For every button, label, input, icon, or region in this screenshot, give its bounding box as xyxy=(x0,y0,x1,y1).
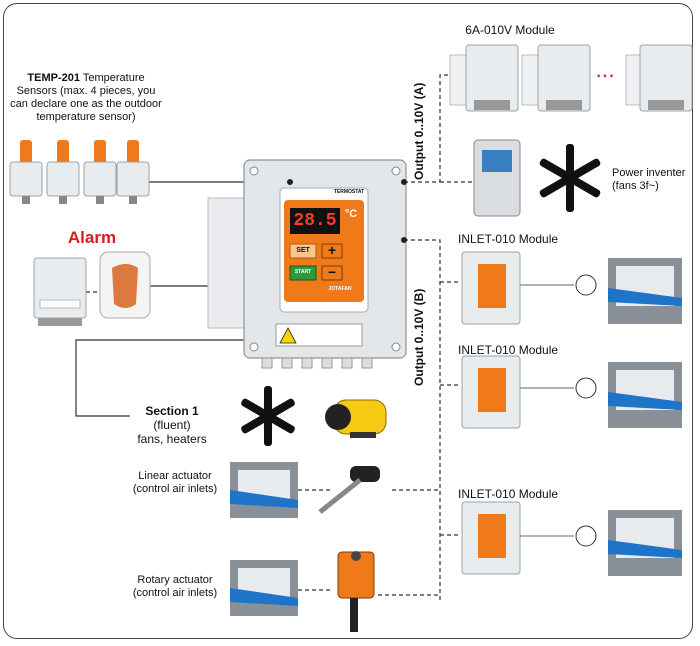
rotary-actuator-label: Rotary actuator(control air inlets) xyxy=(132,574,218,599)
alarm-label: Alarm xyxy=(67,228,117,247)
section-heater xyxy=(325,399,387,438)
rotary-actuator xyxy=(337,551,375,632)
module-6a-1 xyxy=(449,44,519,112)
section-label: Section 1(fluent)fans, heaters xyxy=(137,404,207,446)
thermostat-unit: °C xyxy=(344,208,358,220)
thermostat-box xyxy=(243,159,407,369)
inlet-module-3-label: INLET-010 Module xyxy=(458,487,559,501)
linear-inlet-frame xyxy=(230,462,298,518)
minus-button[interactable]: − xyxy=(327,264,337,280)
linear-actuator-label: Linear actuator(control air inlets) xyxy=(132,470,218,495)
sensor-1 xyxy=(9,140,43,204)
inverter-label: Power inventer(fans 3f~) xyxy=(612,167,686,192)
alarm-siren xyxy=(99,251,151,319)
alarm-module xyxy=(33,257,87,326)
set-button[interactable]: SET xyxy=(296,247,310,254)
output-b-label: Output 0..10V (B) xyxy=(412,288,426,386)
inlet-module-3 xyxy=(461,501,682,576)
sensor-3 xyxy=(83,140,117,204)
sensor-4 xyxy=(116,140,150,204)
module-6a-label: 6A-010V Module xyxy=(465,23,555,37)
inlet-module-2-label: INLET-010 Module xyxy=(458,343,559,357)
inverter-fan xyxy=(539,144,601,212)
section-fan xyxy=(241,386,295,446)
thermostat-display: 28.5 xyxy=(293,211,337,231)
diagram-frame xyxy=(3,3,693,639)
start-button[interactable]: START xyxy=(294,269,312,275)
dashed-lines xyxy=(86,74,474,600)
temperature-sensors-group xyxy=(9,140,150,204)
inlet-module-2 xyxy=(461,355,682,429)
linear-actuator xyxy=(318,466,380,514)
module-6a-2 xyxy=(521,44,591,112)
inlet-module-1 xyxy=(461,251,682,325)
module-6a-ellipsis: ... xyxy=(596,64,616,81)
output-a-label: Output 0..10V (A) xyxy=(412,82,426,180)
rotary-inlet-frame xyxy=(230,560,298,616)
inlet-module-1-label: INLET-010 Module xyxy=(458,232,559,246)
thermostat-title: TERMOSTAT xyxy=(333,189,365,195)
sensors-label: TEMP-201 Temperature Sensors (max. 4 pie… xyxy=(10,72,162,123)
power-inverter-drive xyxy=(473,139,521,217)
sensor-2 xyxy=(46,140,80,204)
plus-button[interactable]: + xyxy=(327,242,337,258)
module-6a-3 xyxy=(625,44,693,112)
thermostat-brand: JOTAFAN xyxy=(328,286,352,292)
